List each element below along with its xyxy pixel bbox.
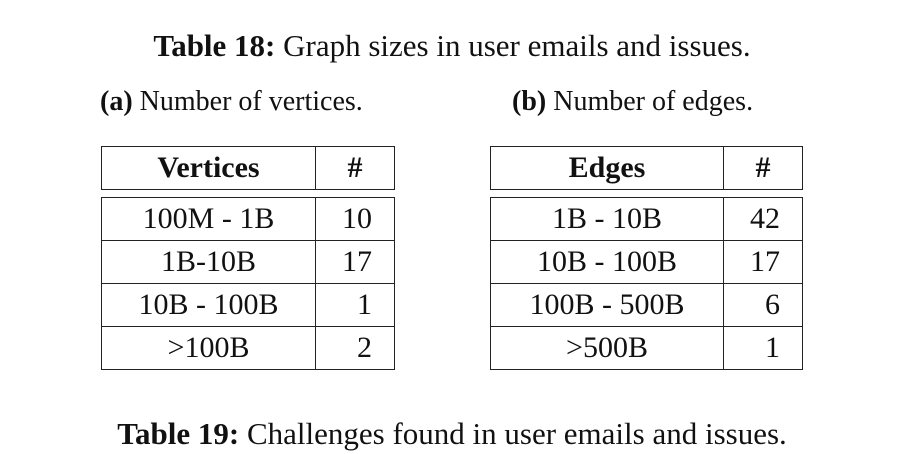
- subtable-a-caption: (a) Number of vertices.: [100, 84, 363, 120]
- table-cell-range: 1B-10B: [101, 241, 316, 284]
- next-table-caption-text: Challenges found in user emails and issu…: [239, 416, 787, 451]
- table-row: 1B-10B 17: [101, 241, 395, 284]
- table-cell-range: 10B - 100B: [101, 284, 316, 327]
- table-row: 100M - 1B 10: [101, 197, 395, 241]
- table-row: 10B - 100B 1: [101, 284, 395, 327]
- table-cell-range: 100M - 1B: [101, 197, 316, 241]
- vertices-table: 100M - 1B 10 1B-10B 17 10B - 100B 1 >100…: [101, 197, 395, 370]
- column-header-edges: Edges: [490, 146, 724, 190]
- subtable-b-caption-text: Number of edges.: [546, 86, 754, 117]
- table-cell-count: 1: [316, 284, 395, 327]
- table-row: >500B 1: [490, 327, 803, 370]
- table-row: 100B - 500B 6: [490, 284, 803, 327]
- table-cell-count: 17: [724, 241, 803, 284]
- next-table-caption-label: Table 19:: [117, 416, 240, 451]
- table-cell-range: >100B: [101, 327, 316, 370]
- table-row: >100B 2: [101, 327, 395, 370]
- table-cell-count: 42: [724, 197, 803, 241]
- table-row: 10B - 100B 17: [490, 241, 803, 284]
- table-header-row: Vertices #: [101, 146, 395, 190]
- table-cell-count: 2: [316, 327, 395, 370]
- table-cell-range: 10B - 100B: [490, 241, 724, 284]
- table-caption: Table 18: Graph sizes in user emails and…: [0, 26, 904, 66]
- subtable-a-label: (a): [100, 86, 133, 117]
- table-cell-count: 10: [316, 197, 395, 241]
- table-cell-range: 100B - 500B: [490, 284, 724, 327]
- table-cell-count: 6: [724, 284, 803, 327]
- subtable-a-caption-text: Number of vertices.: [132, 86, 363, 117]
- table-header-row: Edges #: [490, 146, 803, 190]
- table-cell-count: 1: [724, 327, 803, 370]
- subtable-b-caption: (b) Number of edges.: [512, 84, 753, 120]
- subtable-b-label: (b): [512, 86, 547, 117]
- table-row: 1B - 10B 42: [490, 197, 803, 241]
- edges-table-header: Edges #: [490, 146, 803, 190]
- table-cell-range: >500B: [490, 327, 724, 370]
- next-table-caption: Table 19: Challenges found in user email…: [0, 414, 904, 454]
- column-header-vertices: Vertices: [101, 146, 316, 190]
- vertices-table-header: Vertices #: [101, 146, 395, 190]
- table-cell-count: 17: [316, 241, 395, 284]
- table-caption-text: Graph sizes in user emails and issues.: [275, 28, 751, 63]
- table-caption-label: Table 18:: [153, 28, 276, 63]
- edges-table: 1B - 10B 42 10B - 100B 17 100B - 500B 6 …: [490, 197, 803, 370]
- column-header-count: #: [316, 146, 395, 190]
- column-header-count: #: [724, 146, 803, 190]
- table-cell-range: 1B - 10B: [490, 197, 724, 241]
